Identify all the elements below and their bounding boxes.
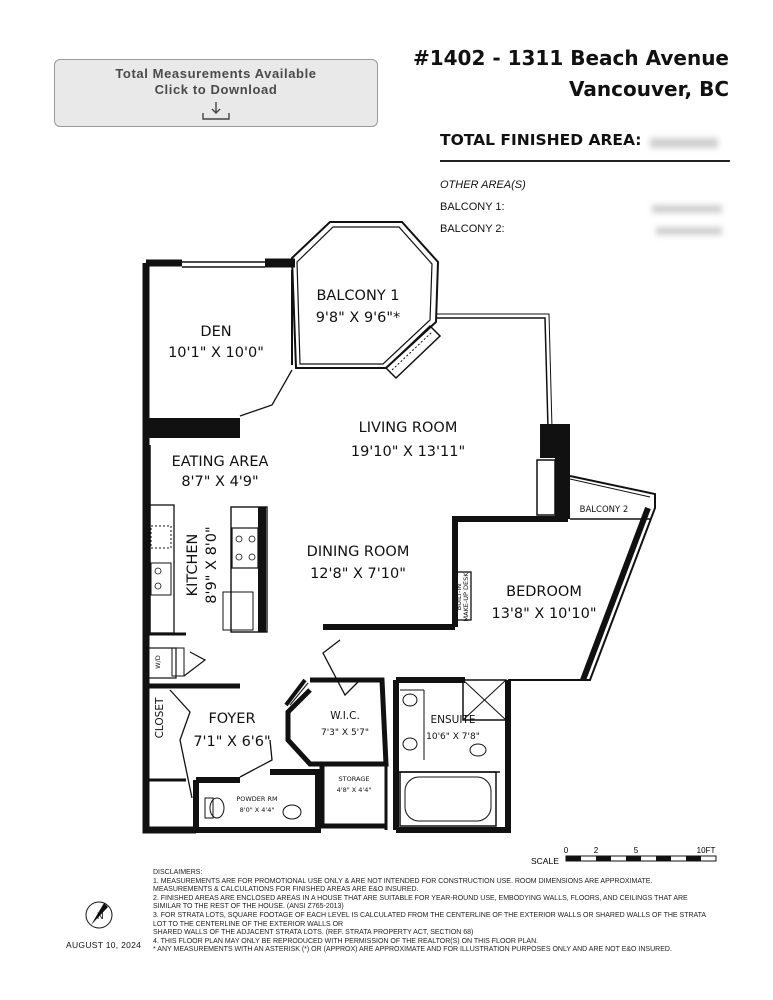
room-wic-dim: 7'3" X 5'7" [321, 728, 369, 738]
header-divider [440, 160, 730, 162]
disclaimer-title: DISCLAIMERS: [153, 869, 203, 876]
room-storage-dim: 4'8" X 4'4" [337, 786, 372, 794]
download-line2: Click to Download [154, 82, 278, 97]
scale-tick-10: 10FT [697, 846, 716, 855]
room-wic-name: W.I.C. [330, 710, 360, 722]
builtin-line1: BUILT-IN [455, 584, 463, 610]
room-den-name: DEN [200, 324, 231, 340]
download-line1: Total Measurements Available [115, 66, 317, 81]
room-storage-name: STORAGE [339, 775, 370, 783]
room-bedroom-dim: 13'8" X 10'10" [491, 606, 596, 622]
room-living-name: LIVING ROOM [359, 420, 458, 436]
other-areas-label: OTHER AREA(S) [440, 179, 526, 191]
room-bedroom-name: BEDROOM [506, 584, 582, 600]
room-foyer-name: FOYER [208, 711, 255, 727]
north-label: N [97, 911, 104, 921]
address-line1: #1402 - 1311 Beach Avenue [412, 46, 729, 70]
room-powder-name: POWDER RM [236, 795, 277, 803]
scale-bar: SCALE 0 2 5 10FT [531, 846, 717, 866]
room-kitchen-name: KITCHEN [185, 534, 201, 597]
balcony1-area-label: BALCONY 1: [440, 201, 505, 213]
room-balcony2-name: BALCONY 2 [580, 505, 629, 515]
room-balcony1-dim: 9'8" X 9'6"* [316, 310, 401, 326]
disclaimers: DISCLAIMERS: 1. MEASUREMENTS ARE FOR PRO… [153, 869, 713, 955]
total-area-label: TOTAL FINISHED AREA: [440, 131, 642, 149]
balcony2-area-label: BALCONY 2: [440, 223, 505, 235]
room-ensuite-dim: 10'6" X 7'8" [426, 732, 480, 742]
room-dining-dim: 12'8" X 7'10" [310, 566, 406, 582]
room-eating-name: EATING AREA [172, 454, 269, 470]
disclaimer-line-6: * ANY MEASUREMENTS WITH AN ASTERISK (*) … [153, 946, 672, 954]
room-powder-dim: 8'0" X 4'4" [240, 806, 275, 814]
room-foyer-dim: 7'1" X 6'6" [193, 734, 270, 750]
address-line2: Vancouver, BC [569, 77, 729, 101]
plan-date: AUGUST 10, 2024 [66, 940, 142, 950]
scale-tick-5: 5 [634, 846, 639, 855]
room-balcony1-name: BALCONY 1 [316, 288, 399, 304]
balcony2-area-redacted [656, 227, 722, 235]
total-area-value-redacted [650, 138, 718, 148]
room-den-dim: 10'1" X 10'0" [168, 345, 264, 361]
room-living-dim: 19'10" X 13'11" [351, 444, 465, 460]
room-dining-name: DINING ROOM [307, 544, 410, 560]
disclaimer-line-5: 4. THIS FLOOR PLAN MAY ONLY BE REPRODUCE… [153, 937, 539, 945]
disclaimer-line-1: 1. MEASUREMENTS ARE FOR PROMOTIONAL USE … [153, 877, 653, 894]
room-kitchen-dim: 8'9" X 8'0" [204, 526, 220, 603]
download-icon [202, 102, 230, 120]
disclaimer-line-2: 2. FINISHED AREAS ARE ENCLOSED AREAS IN … [153, 894, 688, 911]
room-ensuite-name: ENSUITE [431, 714, 476, 726]
scale-tick-0: 0 [564, 846, 569, 855]
download-measurements-button[interactable]: Total Measurements Available Click to Do… [54, 59, 378, 127]
room-closet-name: CLOSET [154, 697, 166, 738]
disclaimer-line-4: SHARED WALLS OF THE ADJACENT STRATA LOTS… [153, 929, 474, 937]
room-eating-dim: 8'7" X 4'9" [181, 474, 258, 490]
scale-label: SCALE [531, 856, 559, 866]
disclaimer-line-3: 3. FOR STRATA LOTS, SQUARE FOOTAGE OF EA… [153, 911, 706, 928]
room-wd-name: W/D [154, 655, 162, 669]
balcony1-area-redacted [652, 205, 722, 213]
scale-tick-2: 2 [594, 846, 599, 855]
north-arrow-icon: N [85, 901, 113, 929]
builtin-line2: MAKE-UP DESK [462, 572, 470, 622]
